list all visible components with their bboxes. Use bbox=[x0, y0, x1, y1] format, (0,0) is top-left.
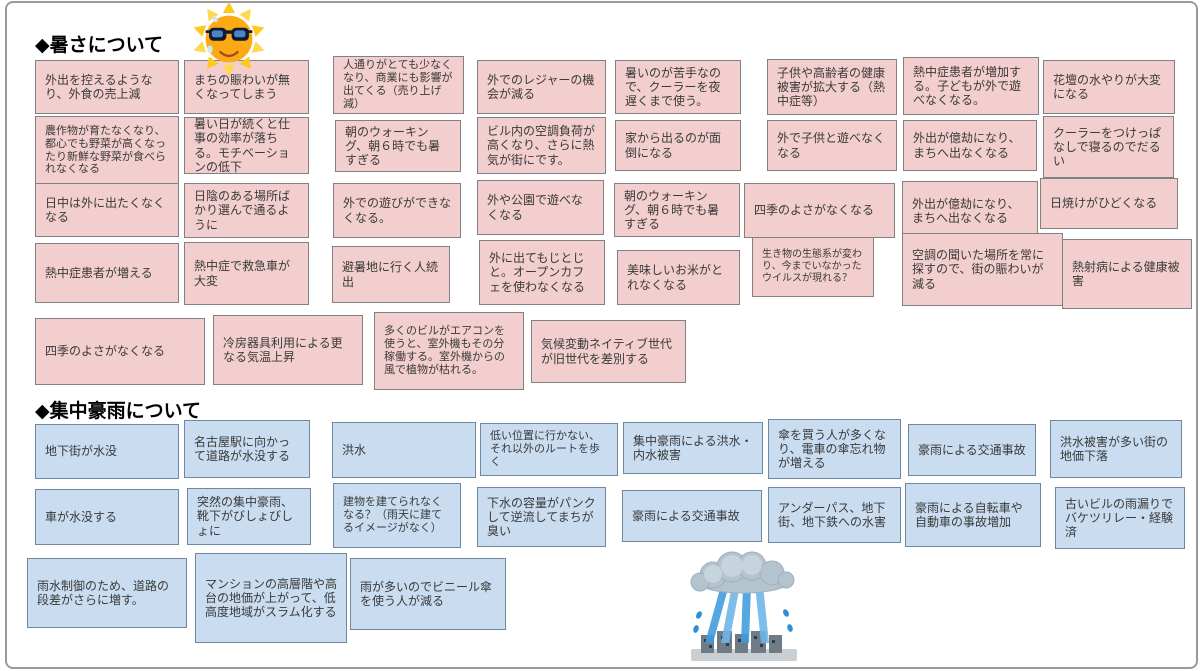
sticky-note-heat: 熱中症患者が増加する。子どもが外で遊べなくなる。 bbox=[903, 57, 1039, 115]
sticky-note-heat: 冷房器具利用による更なる気温上昇 bbox=[213, 315, 363, 385]
sticky-note-heat: 外出が億劫になり、まちへ出なくなる bbox=[902, 181, 1038, 241]
sticky-note-heat: 外で子供と遊べなくなる bbox=[767, 120, 897, 171]
sticky-note-rain: 名古屋駅に向かって道路が水没する bbox=[184, 420, 310, 478]
sticky-note-heat: 外出が億劫になり、まちへ出なくなる bbox=[903, 120, 1037, 171]
sticky-note-rain: 低い位置に行かない、それ以外のルートを歩く bbox=[480, 423, 618, 476]
sticky-note-heat: 四季のよさがなくなる bbox=[744, 183, 895, 238]
sticky-note-rain: 古いビルの雨漏りでバケツリレー・経験済 bbox=[1055, 487, 1185, 549]
sticky-note-heat: 日中は外に出たくなくなる bbox=[35, 183, 179, 237]
sticky-note-rain: 雨水制御のため、道路の段差がさらに増す。 bbox=[27, 558, 187, 628]
sticky-note-heat: 人通りがとても少なくなり、商業にも影響が出てくる（売り上げ減） bbox=[333, 56, 464, 114]
sticky-note-heat: 外での遊びができなくなる。 bbox=[333, 183, 461, 238]
sticky-note-heat: 多くのビルがエアコンを使うと、室外機もその分稼働する。室外機からの風で植物が枯れ… bbox=[374, 312, 524, 390]
sticky-note-heat: 子供や高齢者の健康被害が拡大する（熱中症等） bbox=[767, 59, 897, 115]
sticky-note-heat: 暑い日が続くと仕事の効率が落ちる。モチベーションの低下 bbox=[184, 117, 309, 174]
sticky-note-heat: 熱中症で救急車が大変 bbox=[184, 242, 309, 305]
sticky-note-rain: 地下街が水没 bbox=[35, 424, 179, 479]
sticky-note-rain: 洪水 bbox=[332, 422, 476, 478]
sun-with-sunglasses-icon bbox=[193, 1, 265, 77]
sticky-note-rain: 建物を建てられなくなる？（雨天に建てるイメージがなく） bbox=[333, 483, 461, 548]
sticky-note-heat: 朝のウォーキング、朝６時でも暑すぎる bbox=[614, 183, 740, 237]
sticky-note-rain: 豪雨による自転車や自動車の事故増加 bbox=[905, 483, 1041, 547]
sticky-note-heat: 空調の聞いた場所を常に探すので、街の賑わいが減る bbox=[902, 233, 1063, 306]
sticky-note-rain: 集中豪雨による洪水・内水被害 bbox=[623, 422, 763, 474]
sticky-note-heat: 日焼けがひどくなる bbox=[1040, 178, 1178, 229]
sticky-note-heat: 美味しいお米がとれなくなる bbox=[617, 250, 740, 305]
sticky-note-heat: 外や公園で遊べなくなる bbox=[477, 180, 604, 235]
sticky-note-heat: 気候変動ネイティブ世代が旧世代を差別する bbox=[531, 320, 686, 383]
sticky-note-heat: 朝のウォーキング、朝６時でも暑すぎる bbox=[335, 120, 461, 172]
sticky-note-heat: 熱射病による健康被害 bbox=[1062, 239, 1192, 309]
sticky-note-rain: 雨が多いのでビニール傘を使う人が減る bbox=[350, 558, 506, 630]
sticky-note-heat: まちの賑わいが無くなってしまう bbox=[184, 60, 309, 114]
sticky-note-heat: 避暑地に行く人続出 bbox=[332, 246, 450, 303]
sticky-note-heat: 花壇の水やりが大変になる bbox=[1043, 60, 1175, 114]
heat-section-title: ◆暑さについて bbox=[35, 35, 164, 56]
sticky-note-rain: 豪雨による交通事故 bbox=[622, 490, 762, 542]
downpour-on-city-icon bbox=[690, 551, 797, 661]
sticky-note-heat: 日陰のある場所ばかり選んで通るように bbox=[184, 183, 309, 238]
sticky-note-rain: 豪雨による交通事故 bbox=[908, 424, 1036, 476]
sticky-note-rain: 車が水没する bbox=[35, 489, 179, 545]
sticky-note-heat: ビル内の空調負荷が高くなり、さらに熱気が街にです。 bbox=[477, 117, 606, 174]
sticky-note-rain: 洪水被害が多い街の地価下落 bbox=[1050, 420, 1182, 478]
sticky-note-rain: 突然の集中豪雨、靴下がびしょびしょに bbox=[187, 488, 311, 545]
sticky-note-heat: 外出を控えるようなり、外食の売上減 bbox=[35, 60, 179, 114]
sticky-note-heat: 外でのレジャーの機会が減る bbox=[477, 60, 606, 114]
sticky-note-rain: 傘を買う人が多くなり、電車の傘忘れ物が増える bbox=[768, 419, 901, 479]
sticky-note-heat: 熱中症患者が増える bbox=[35, 243, 179, 303]
sticky-note-heat: クーラーをつけっぱなしで寝るのでだるい bbox=[1043, 116, 1174, 178]
sticky-note-rain: マンションの高層階や高台の地価が上がって、低高度地域がスラム化する bbox=[195, 553, 347, 643]
sticky-note-heat: 外に出てもじとじと。オープンカフェを使わなくなる bbox=[479, 240, 605, 305]
sticky-note-rain: アンダーパス、地下街、地下鉄への水害 bbox=[768, 487, 901, 543]
sticky-note-heat: 四季のよさがなくなる bbox=[35, 318, 205, 385]
sticky-note-heat: 生き物の生態系が変わり、今までいなかったウイルスが現れる？ bbox=[752, 237, 874, 297]
sticky-note-heat: 暑いのが苦手なので、クーラーを夜遅くまで使う。 bbox=[615, 60, 741, 114]
sticky-note-heat: 農作物が育たなくなり、都心でも野菜が高くなったり新鮮な野菜が食べられなくなる bbox=[35, 116, 179, 185]
rain-section-title: ◆集中豪雨について bbox=[35, 401, 202, 422]
sticky-note-rain: 下水の容量がパンクして逆流してまちが臭い bbox=[477, 487, 606, 547]
sticky-note-heat: 家から出るのが面倒になる bbox=[615, 120, 741, 171]
